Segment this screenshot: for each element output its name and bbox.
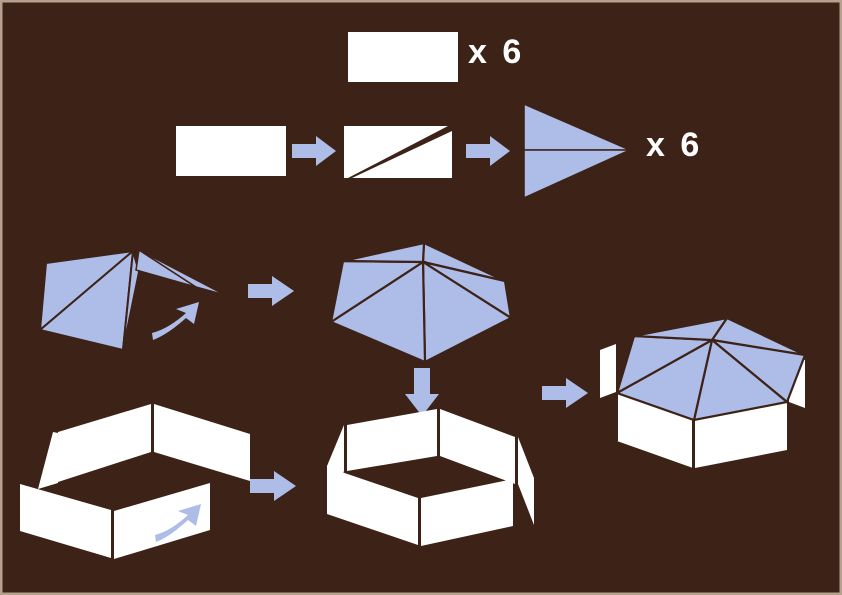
arrow-roof-assemble [248, 276, 294, 306]
wall-panel [440, 409, 515, 484]
wall-panel-step [348, 32, 458, 82]
wall-panel [518, 437, 534, 525]
blue-triangle-pair [523, 102, 631, 200]
partial-roof-triangles [37, 248, 226, 352]
triangle-count-label: x 6 [646, 126, 703, 164]
wall-panel [347, 409, 437, 471]
rectangle-count-label: x 6 [468, 33, 525, 71]
closed-hexagonal-wall [327, 409, 534, 546]
partial-hexagonal-wall [20, 404, 250, 559]
arrow-to-final [542, 378, 588, 408]
wall-panel [617, 393, 693, 468]
wall-panel [695, 402, 787, 468]
curved-arrow-wall [155, 504, 201, 542]
curved-arrow-roof [152, 302, 199, 340]
arrow-wall-assemble [250, 471, 296, 501]
completed-hexagonal-dome [600, 316, 807, 468]
arrow-roof-onto-wall [405, 368, 439, 416]
wall-panel [20, 484, 111, 558]
wall-assembly-step [20, 378, 588, 559]
roof-assembly-step [37, 241, 514, 416]
wall-panel [58, 404, 151, 482]
wall-panel [114, 483, 210, 559]
wall-panel [38, 432, 58, 489]
arrow-cut-to-triangle [466, 136, 510, 166]
wall-panel [600, 344, 616, 398]
diagonally-cut-rectangle [344, 126, 452, 178]
wall-panel [421, 479, 513, 546]
roof-triangle-step [176, 102, 631, 200]
wall-panel [327, 467, 418, 545]
arrow-rect-to-cut [292, 136, 336, 166]
white-rectangle [348, 32, 458, 82]
assembled-hexagonal-roof [328, 241, 514, 364]
wall-panel [154, 404, 250, 481]
white-rectangle [176, 126, 286, 176]
roof-triangle [633, 316, 730, 342]
